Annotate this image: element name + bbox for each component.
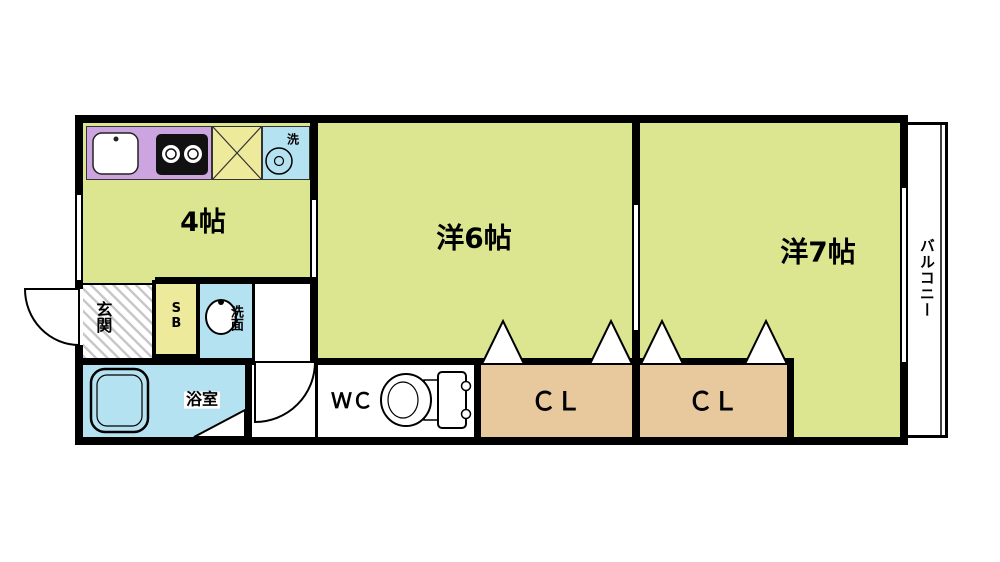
bathroom-floor xyxy=(83,365,245,437)
refrigerator-space xyxy=(212,126,262,180)
room-label-closet1: ＣＬ xyxy=(530,386,582,416)
window-left xyxy=(75,195,83,280)
wall-segment xyxy=(632,115,640,205)
wall-segment xyxy=(75,115,908,123)
label-shoebox: SB xyxy=(168,301,184,331)
wall-segment xyxy=(75,358,255,365)
room-label-western6: 洋6帖 xyxy=(436,221,512,255)
room-label-dining: 4帖 xyxy=(180,206,226,238)
wall-segment xyxy=(315,365,318,437)
toilet-tank xyxy=(437,371,467,429)
shoebox xyxy=(152,280,200,358)
room-label-closet2: ＣＬ xyxy=(687,386,739,416)
label-laundry: 洗 xyxy=(286,132,300,147)
entrance-door-swing xyxy=(23,288,80,347)
wall-segment xyxy=(245,362,252,437)
washstand-floor xyxy=(200,283,252,358)
toilet-bowl-inner xyxy=(387,381,419,419)
entrance-hatch xyxy=(83,283,152,358)
wall-segment xyxy=(900,362,908,437)
room-label-western7: 洋7帖 xyxy=(780,235,856,269)
toilet-bowl-icon xyxy=(380,373,432,427)
closet2-floor xyxy=(640,365,787,437)
wall-segment xyxy=(310,277,318,365)
wall-segment xyxy=(474,362,481,437)
kitchen-counter xyxy=(86,126,212,180)
room-western6-floor xyxy=(318,123,632,358)
wall-segment xyxy=(155,277,318,284)
opening-dining-west6 xyxy=(310,200,318,277)
wall-segment xyxy=(315,358,794,365)
wall-segment xyxy=(632,362,640,437)
wall-segment xyxy=(632,330,640,365)
toilet-seat xyxy=(423,379,443,421)
wall-segment xyxy=(252,283,255,358)
wall-segment xyxy=(75,123,83,195)
toilet-knob xyxy=(460,380,472,392)
room-label-balcony: バルコニー xyxy=(917,238,936,318)
hall-door-swing xyxy=(254,361,317,424)
room-label-bathroom: 浴室 xyxy=(183,389,221,409)
toilet-knob xyxy=(460,408,472,420)
room-label-washstand: 洗面 xyxy=(227,305,243,331)
window-balcony-door xyxy=(900,188,908,362)
wall-segment xyxy=(900,123,908,188)
room-label-wc: ＷＣ xyxy=(331,388,373,413)
opening-west6-west7 xyxy=(632,205,640,330)
wall-segment xyxy=(310,115,318,200)
closet1-floor xyxy=(481,365,632,437)
wall-segment xyxy=(75,345,83,437)
wall-segment xyxy=(75,280,83,289)
room-label-entrance: 玄関 xyxy=(93,301,113,333)
wall-segment xyxy=(75,437,908,445)
wall-segment xyxy=(787,362,794,437)
